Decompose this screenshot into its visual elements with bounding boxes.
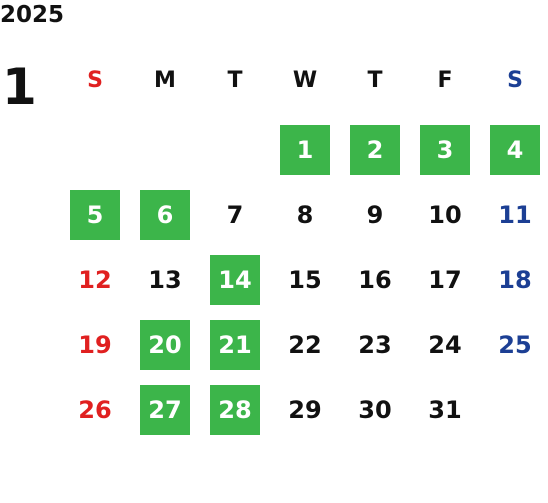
- day-cell[interactable]: 10: [428, 201, 462, 229]
- day-cell[interactable]: 19: [78, 331, 112, 359]
- day-cell[interactable]: 7: [226, 201, 244, 229]
- day-cell[interactable]: 6: [140, 190, 190, 240]
- day-cell[interactable]: 30: [358, 396, 392, 424]
- weekday-0: S: [87, 68, 103, 93]
- day-cell[interactable]: 5: [70, 190, 120, 240]
- day-cell[interactable]: 24: [428, 331, 462, 359]
- day-cell[interactable]: 22: [288, 331, 322, 359]
- day-cell[interactable]: 1: [280, 125, 330, 175]
- day-cell[interactable]: 3: [420, 125, 470, 175]
- weekday-1: M: [154, 68, 176, 93]
- weekday-5: F: [437, 68, 453, 93]
- day-cell[interactable]: 17: [428, 266, 462, 294]
- day-cell[interactable]: 9: [366, 201, 384, 229]
- day-cell[interactable]: 20: [140, 320, 190, 370]
- weekday-2: T: [227, 68, 243, 93]
- day-cell[interactable]: 21: [210, 320, 260, 370]
- day-cell[interactable]: 15: [288, 266, 322, 294]
- day-cell[interactable]: 31: [428, 396, 462, 424]
- day-cell[interactable]: 8: [296, 201, 314, 229]
- day-cell[interactable]: 26: [78, 396, 112, 424]
- day-cell[interactable]: 2: [350, 125, 400, 175]
- day-cell[interactable]: 18: [498, 266, 532, 294]
- weekday-6: S: [507, 68, 523, 93]
- day-cell[interactable]: 23: [358, 331, 392, 359]
- month-label: 1: [2, 58, 37, 116]
- weekday-3: W: [292, 68, 318, 93]
- year-label: 2025: [0, 2, 65, 28]
- day-cell[interactable]: 27: [140, 385, 190, 435]
- day-cell[interactable]: 28: [210, 385, 260, 435]
- day-cell[interactable]: 14: [210, 255, 260, 305]
- day-cell[interactable]: 29: [288, 396, 322, 424]
- weekday-4: T: [367, 68, 383, 93]
- day-cell[interactable]: 12: [78, 266, 112, 294]
- day-cell[interactable]: 16: [358, 266, 392, 294]
- day-cell[interactable]: 13: [148, 266, 182, 294]
- day-cell[interactable]: 4: [490, 125, 540, 175]
- day-cell[interactable]: 11: [498, 201, 532, 229]
- day-cell[interactable]: 25: [498, 331, 532, 359]
